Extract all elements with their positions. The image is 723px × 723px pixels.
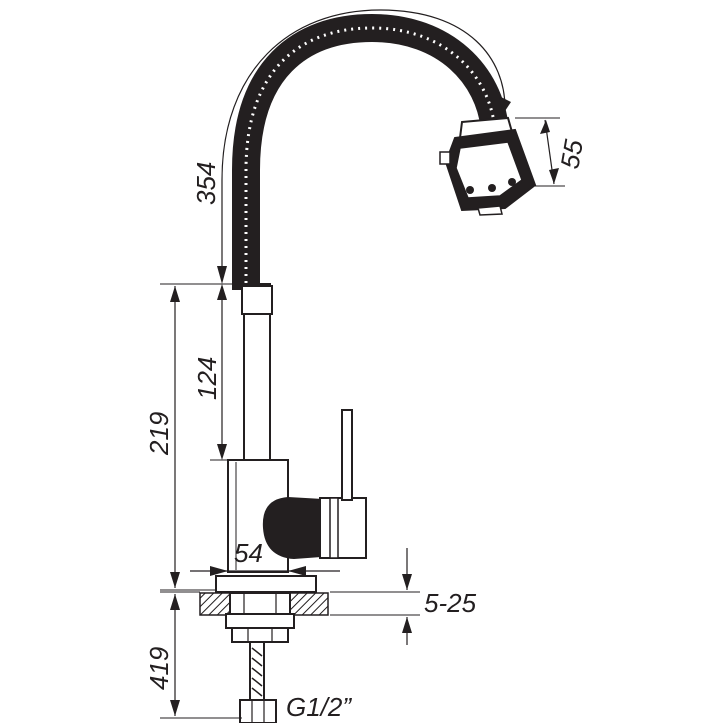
dimension-spout-height: 219	[144, 283, 246, 591]
body-width-label: 54	[234, 538, 263, 568]
dimension-tube: 124	[192, 284, 228, 461]
arrow-icon	[217, 444, 227, 460]
dimension-body-width: 54	[190, 538, 340, 576]
dimension-thread: G1/2”	[286, 692, 352, 722]
arrow-icon	[549, 168, 559, 184]
faucet-body	[227, 283, 367, 573]
arrow-icon	[217, 284, 227, 300]
spray-nozzle-dot	[488, 184, 496, 192]
spray-head	[439, 116, 537, 216]
arrow-icon	[499, 96, 511, 114]
hose-length-label: 354	[191, 162, 221, 205]
spray-head-height-label: 55	[554, 137, 589, 171]
arrow-icon	[402, 574, 412, 590]
connection-nut	[239, 699, 277, 723]
thread-size-label: G1/2”	[286, 692, 352, 722]
spray-nozzle-dot	[508, 178, 516, 186]
arrow-icon	[170, 572, 180, 588]
spray-nozzle-dot	[466, 186, 474, 194]
tube-length-label: 124	[192, 357, 222, 400]
dimension-hose: 354	[191, 9, 511, 284]
dimension-connection-hose: 419	[144, 591, 242, 719]
arrow-icon	[210, 566, 228, 576]
countertop-section-right	[289, 592, 329, 616]
connection-hose-length-label: 419	[144, 647, 174, 690]
arrow-icon	[540, 120, 550, 134]
spout-height-label: 219	[144, 412, 174, 456]
dimension-countertop: 5-25	[330, 548, 477, 645]
arrow-icon	[170, 700, 180, 716]
arrow-icon	[170, 286, 180, 302]
countertop-thickness-label: 5-25	[424, 588, 477, 618]
countertop-section-left	[199, 592, 231, 616]
arrow-icon	[288, 566, 306, 576]
arrow-icon	[217, 266, 227, 284]
mounting-base	[199, 575, 329, 643]
connection-hose	[239, 641, 277, 723]
arrow-icon	[170, 594, 180, 610]
flexible-hose	[232, 13, 509, 290]
dimension-spray-head: 55	[515, 117, 589, 187]
arrow-icon	[402, 617, 412, 633]
